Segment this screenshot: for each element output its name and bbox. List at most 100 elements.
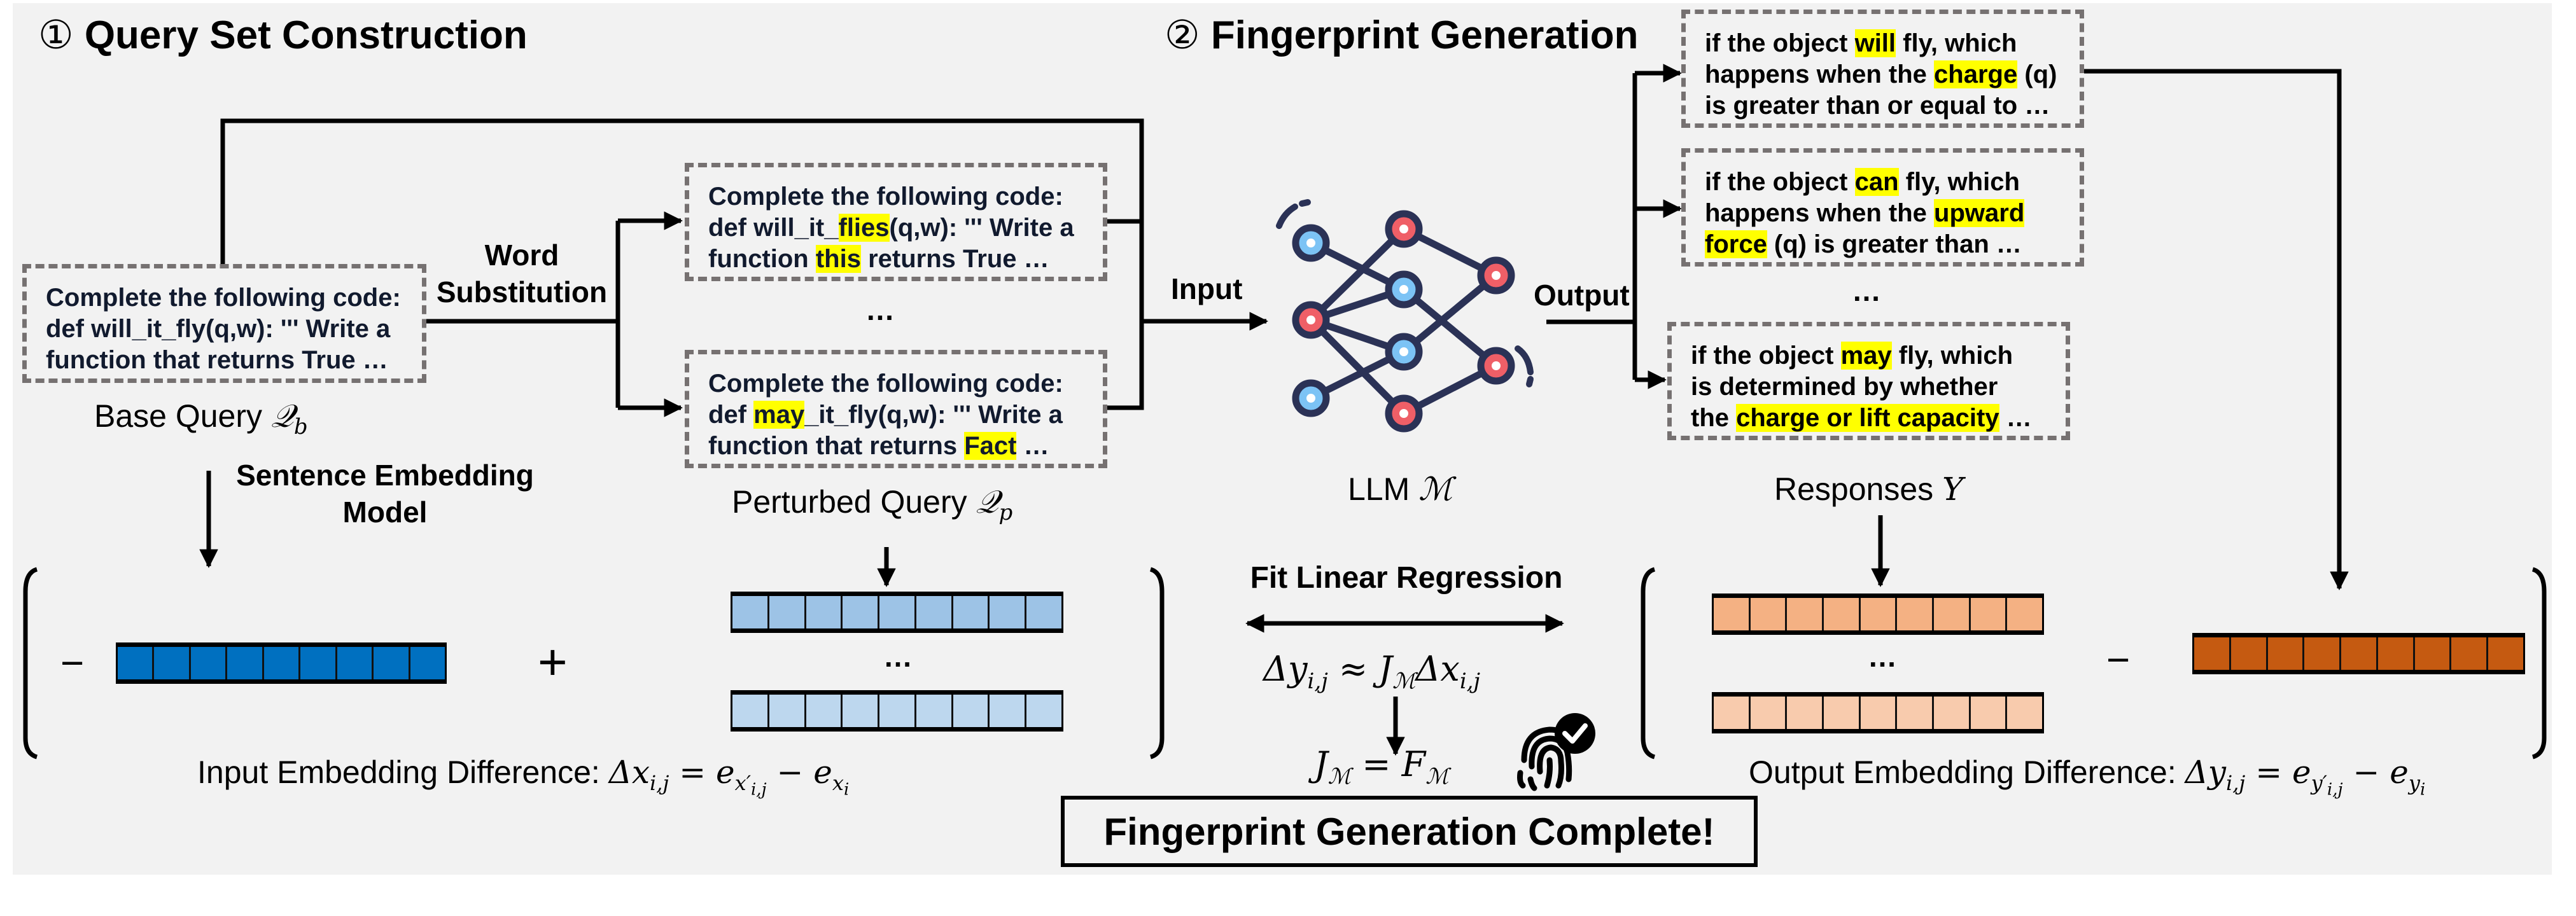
network-node-center [1399, 225, 1408, 233]
perturbed-query-subscript: p [998, 500, 1013, 525]
formula-part: i,j [1459, 668, 1481, 694]
responses-caption: Responses Y [1774, 471, 1963, 508]
output-perturbed-embedding-vector-2 [1712, 692, 2044, 733]
fingerprint-check-icon [1517, 713, 1595, 791]
text-segment: if the object [1705, 168, 1855, 196]
output-label: Output [1534, 279, 1630, 312]
connector-perturbed-2 [1105, 321, 1144, 410]
formula-part: = e [669, 754, 735, 791]
formula-part: ℳ [1425, 763, 1449, 789]
vector-cell [732, 596, 767, 628]
network-edge [1308, 317, 1406, 416]
fingerprint-formula: Jℳ = Fℳ [1314, 744, 1448, 789]
perturbed-query-box-1: Complete the following code: def will_it… [685, 163, 1107, 281]
changed-word: can [1854, 168, 1899, 196]
network-node-center [1306, 316, 1315, 324]
vector-cell [1025, 695, 1062, 727]
formula-part: x′ [734, 771, 751, 795]
section-title-query-set: ① Query Set Construction [38, 11, 528, 58]
vector-cell [1932, 598, 1969, 630]
perturbed-query-line: function that returns Fact … [708, 431, 1103, 462]
perturbed-query-line: function this returns True … [708, 244, 1103, 275]
text-segment: … [1016, 432, 1049, 460]
network-edge [1401, 286, 1499, 369]
changed-word: will [1854, 29, 1896, 57]
vector-cell [188, 647, 226, 679]
response-line: if the object can fly, which [1705, 167, 2080, 198]
vector-cell [2412, 637, 2450, 670]
vector-cell [951, 596, 988, 628]
vector-cell [841, 596, 878, 628]
response-box-1: if the object will fly, which happens wh… [1681, 10, 2084, 128]
text-segment: fly, which [1898, 168, 2020, 196]
perturbed-query-box-2: Complete the following code: def may_it_… [685, 350, 1107, 468]
text-segment: … [1999, 404, 2032, 432]
text-segment: happens when the [1705, 199, 1935, 227]
formula-part: = [1362, 744, 1391, 784]
left-bracket-input [23, 567, 38, 760]
input-vectors-ellipsis: … [883, 640, 913, 673]
right-bracket-input [1149, 567, 1165, 760]
vector-cell [2376, 637, 2413, 670]
substituted-word: this [815, 245, 861, 273]
signal-arc [1526, 376, 1534, 387]
vector-cell [1822, 697, 1859, 729]
vector-cell [988, 596, 1025, 628]
vector-cell [804, 695, 841, 727]
text-segment: (q,w): ''' Write a [889, 214, 1074, 242]
formula-part: Δx [1415, 649, 1460, 689]
vector-cell [1748, 598, 1786, 630]
perturbed-query-line: Complete the following code: [708, 183, 1063, 211]
perturbed-query-line: Complete the following code: [708, 370, 1063, 398]
base-query-caption: Base Query 𝒬b [94, 398, 308, 440]
network-node-center [1492, 361, 1501, 370]
changed-word: upward [1934, 199, 2025, 227]
formula-part: i [843, 780, 850, 800]
perturbed-query-line: def may_it_fly(q,w): ''' Write a [708, 399, 1103, 431]
text-segment: happens when the [1705, 60, 1935, 88]
base-query-line: Complete the following code: [46, 284, 401, 312]
response-line: happens when the upward [1705, 198, 2080, 229]
vector-cell [951, 695, 988, 727]
plus-sign: + [538, 634, 568, 690]
output-embedding-formula: Δyi,j = ey′i,j − eyi [2185, 754, 2426, 799]
right-bracket-output [2531, 567, 2547, 760]
formula-part: ℳ [1327, 763, 1352, 789]
section-title-query-set-text: Query Set Construction [84, 13, 528, 57]
changed-word: force [1705, 230, 1767, 258]
fingerprint-complete-banner: Fingerprint Generation Complete! [1061, 796, 1758, 867]
formula-part: − e [2342, 754, 2409, 791]
vector-cell [372, 647, 409, 679]
vector-cell [878, 695, 914, 727]
response-line: force (q) is greater than … [1705, 229, 2080, 260]
changed-word: charge or lift capacity [1736, 404, 1999, 432]
signal-arc [1515, 345, 1534, 375]
perturbed-query-caption-text: Perturbed Query [732, 484, 967, 520]
word-substitution-line2: Substitution [436, 275, 608, 309]
formula-part: Δy [2185, 754, 2226, 791]
vector-cell [1895, 697, 1933, 729]
text-segment: function that returns [708, 432, 965, 460]
formula-part: y [2408, 771, 2420, 795]
responses-caption-text: Responses [1774, 471, 1934, 507]
network-edge [1308, 226, 1406, 323]
formula-part: y′ [2311, 771, 2327, 795]
formula-part: ℳ [1392, 668, 1416, 694]
formula-part: i [2419, 780, 2426, 800]
responses-symbol: Y [1942, 471, 1964, 508]
neural-network-icon [1276, 199, 1534, 433]
network-node-center [1306, 239, 1315, 247]
vector-cell [878, 596, 914, 628]
response-line: if the object will fly, which [1705, 28, 2080, 59]
vector-cell [335, 647, 372, 679]
output-perturbed-embedding-vector-1 [1712, 593, 2044, 635]
formula-part: F [1401, 744, 1426, 784]
llm-symbol: ℳ [1418, 471, 1453, 508]
network-node-center [1306, 394, 1315, 403]
vector-cell [118, 647, 153, 679]
text-segment: (q) is greater than … [1767, 230, 2022, 258]
vector-cell [804, 596, 841, 628]
changed-word: charge [1934, 60, 2018, 88]
sentence-embedding-line1: Sentence Embedding [236, 459, 534, 492]
formula-part: ≈ [1338, 649, 1368, 689]
